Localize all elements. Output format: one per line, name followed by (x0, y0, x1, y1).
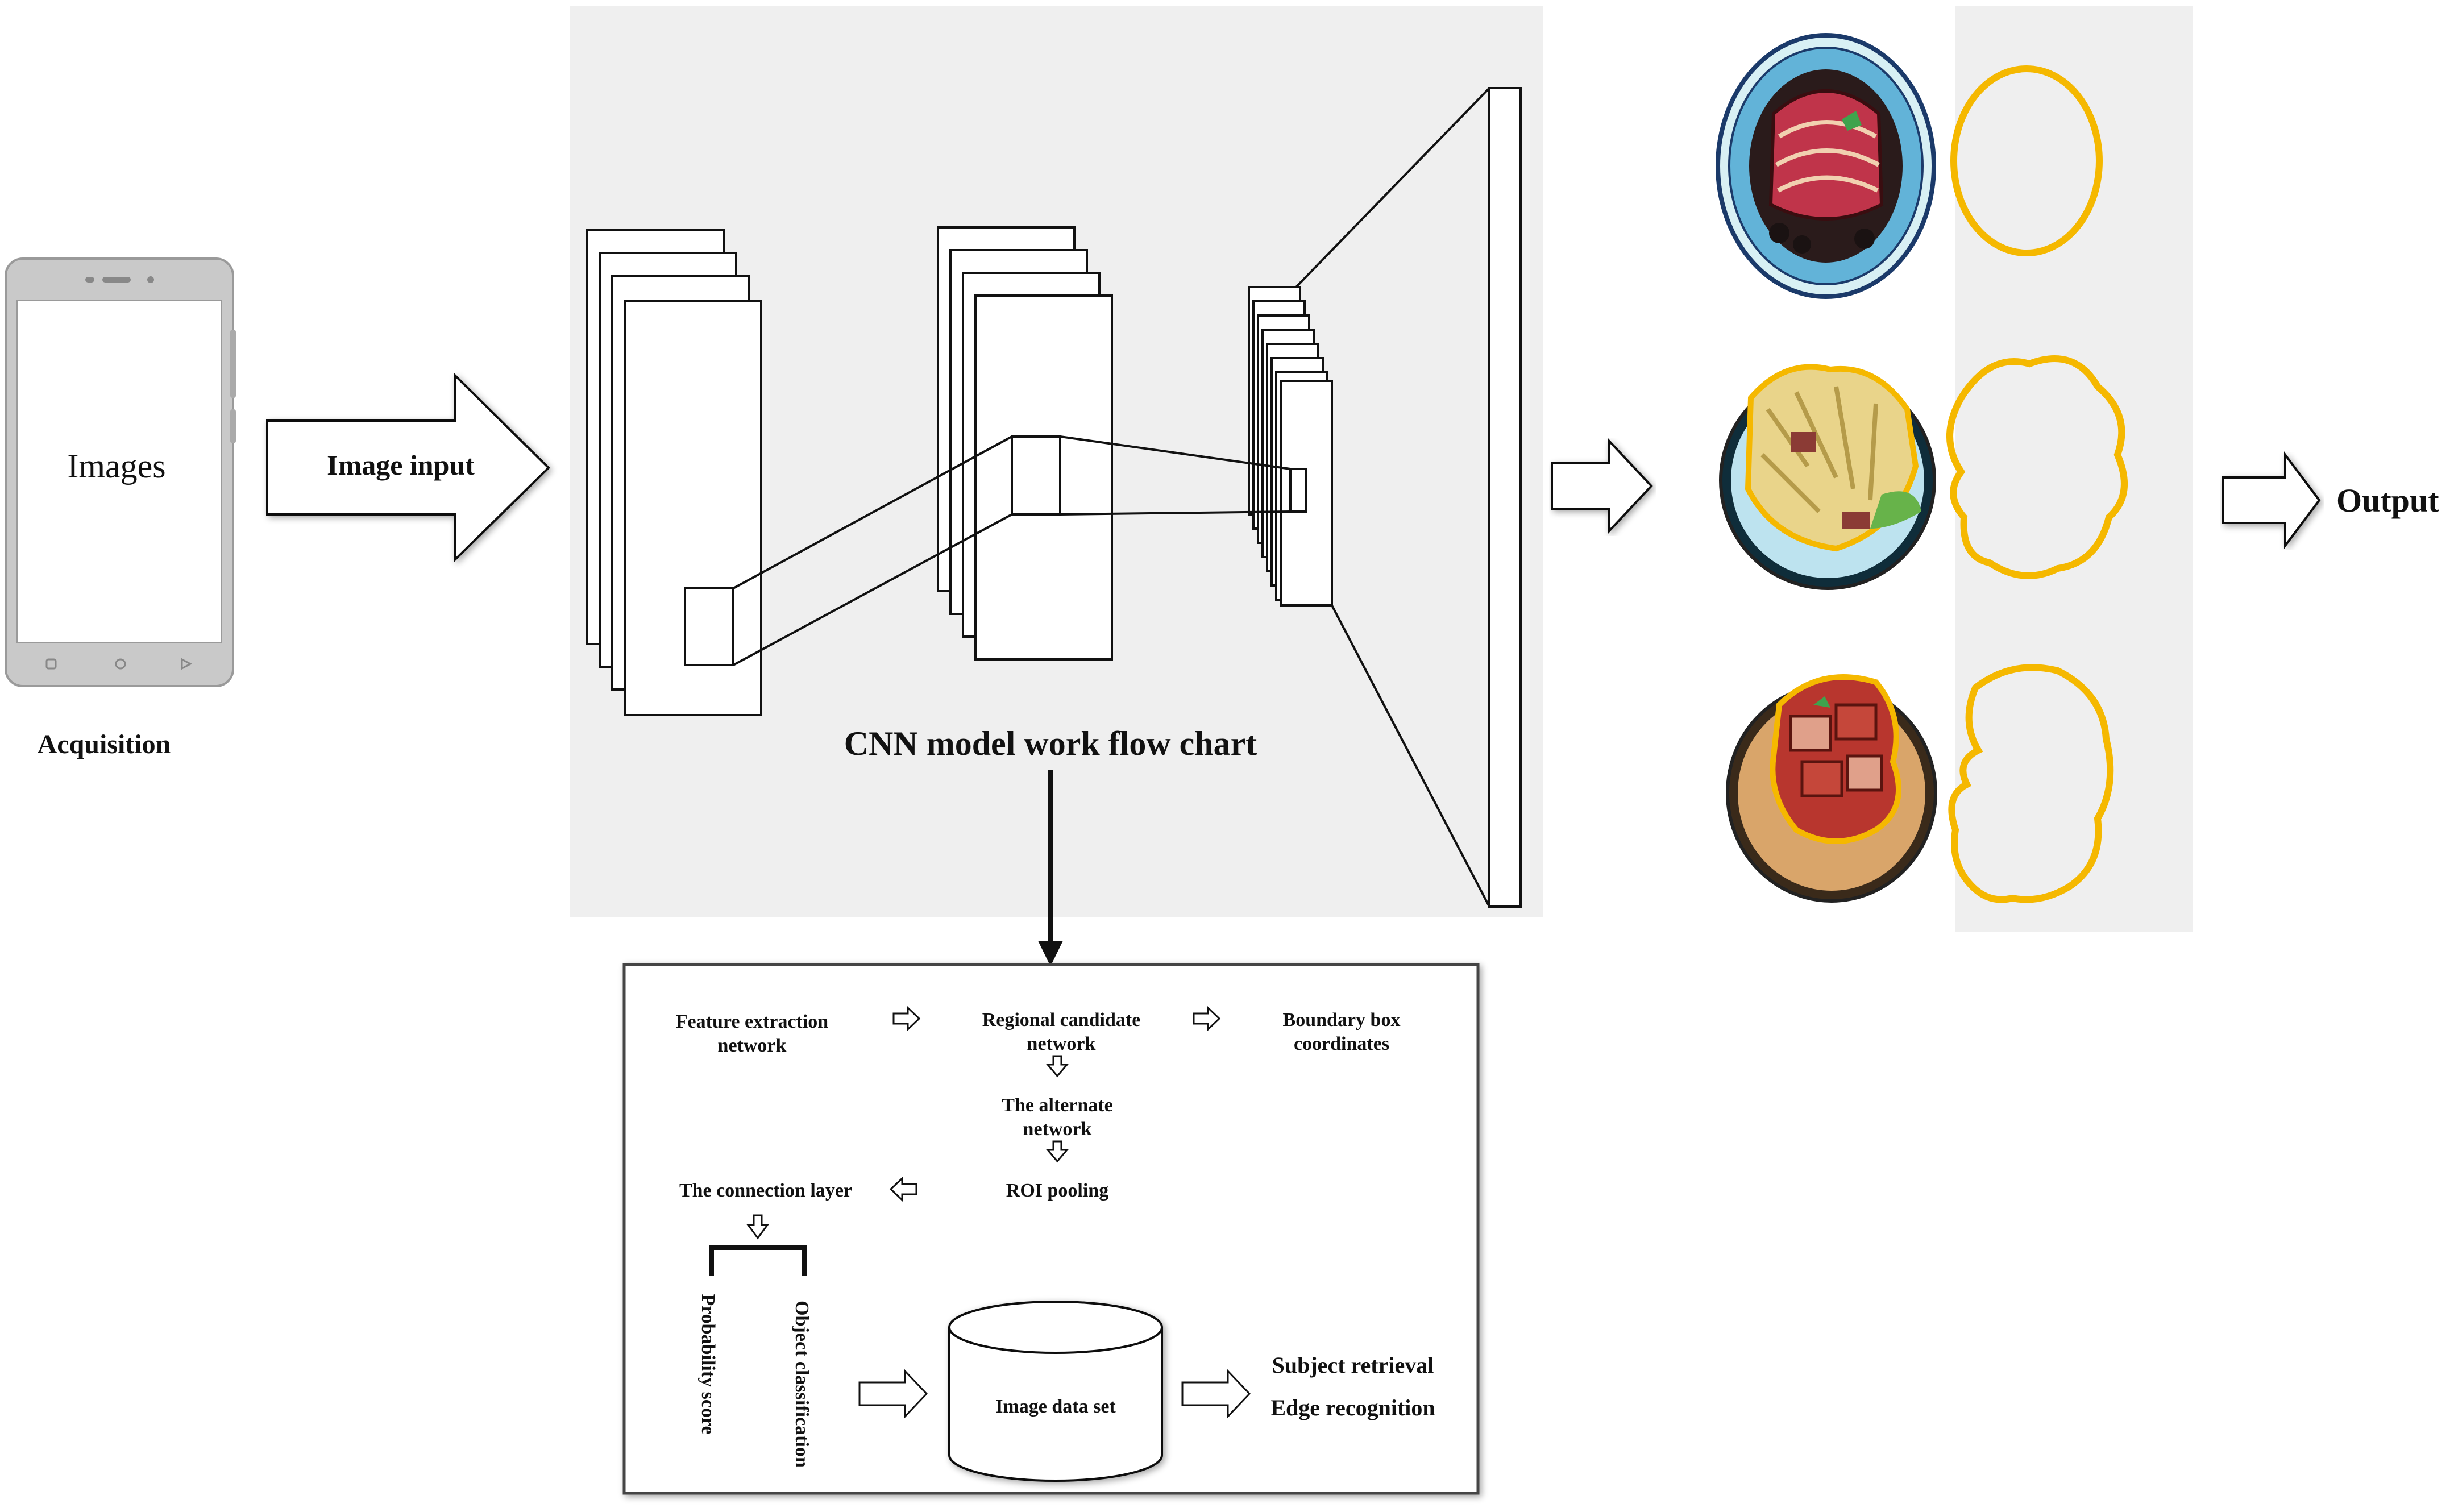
from-dataset-arrow (1181, 1369, 1251, 1419)
outline-panel (1955, 6, 2193, 932)
subject-retrieval-label: Subject retrieval (1272, 1352, 1434, 1378)
pork-belly-dish-icon (1726, 674, 1937, 903)
phone-icon (5, 257, 236, 687)
image-data-set-label: Image data set (995, 1396, 1116, 1417)
cnn-feature-maps (586, 87, 1522, 908)
result-arrow (1551, 437, 1653, 535)
edge-recognition-label: Edge recognition (1270, 1395, 1435, 1420)
image-input-label: Image input (327, 449, 475, 481)
feature-extraction-line1: Feature extraction (676, 1011, 829, 1032)
braised-pork-plate-icon (1716, 33, 1936, 299)
database-icon (948, 1301, 1163, 1482)
object-classification-label: Object classification (791, 1301, 812, 1468)
classification-bracket (709, 1245, 807, 1276)
output-arrow (2222, 451, 2321, 549)
phone-screen-text: Images (67, 447, 165, 485)
feature-extraction-line2: network (718, 1035, 787, 1056)
cnn-caption: CNN model work flow chart (844, 725, 1257, 762)
connection-layer-label: The connection layer (679, 1180, 852, 1201)
regional-candidate-line1: Regional candidate (982, 1010, 1141, 1031)
down-arrow-head (1038, 941, 1063, 966)
alternate-network-line2: network (1023, 1119, 1092, 1140)
flow-arrows (746, 1006, 1221, 1240)
image-input-arrow (266, 372, 550, 563)
noodle-dish-icon (1719, 364, 1936, 590)
probability-score-label: Probability score (697, 1294, 719, 1434)
outline-shape-2 (1946, 355, 2128, 579)
acquisition-label: Acquisition (38, 729, 171, 759)
outline-shape-1 (1950, 65, 2103, 256)
boundary-box-line2: coordinates (1294, 1033, 1389, 1054)
cnn-connection-lines (684, 87, 1490, 907)
roi-pooling-label: ROI pooling (1006, 1180, 1108, 1201)
alternate-network-line1: The alternate (1002, 1095, 1112, 1116)
output-label: Output (2336, 482, 2439, 519)
outline-shape-3 (1948, 664, 2114, 903)
regional-candidate-line2: network (1027, 1033, 1096, 1054)
boundary-box-line1: Boundary box (1283, 1010, 1401, 1031)
to-dataset-arrow (858, 1369, 928, 1419)
